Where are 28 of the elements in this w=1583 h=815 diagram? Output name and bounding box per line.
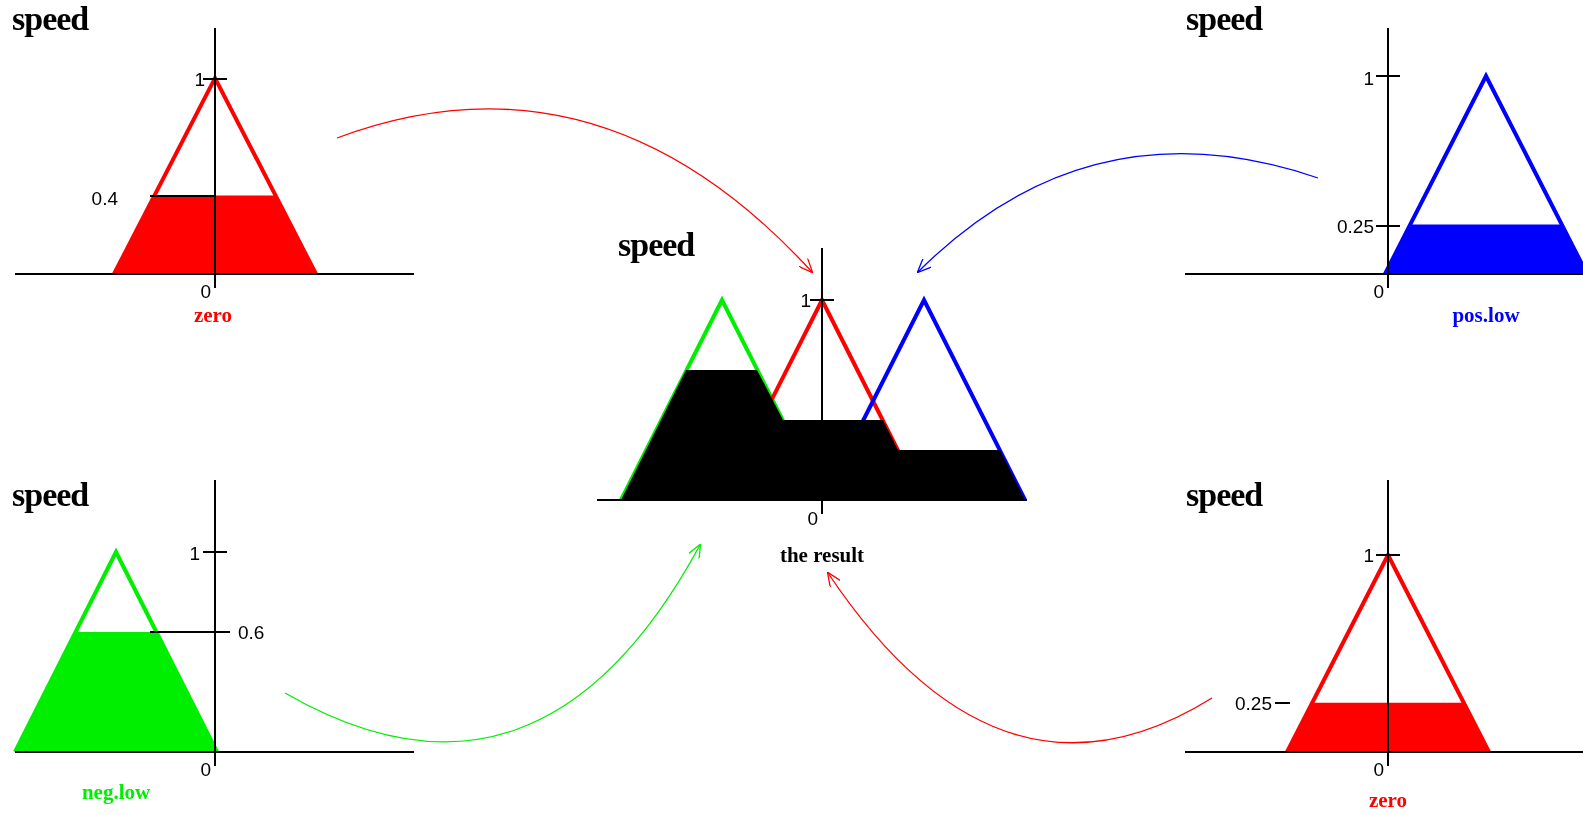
tick-label: 0.6 xyxy=(238,622,265,642)
tick-label: 0.25 xyxy=(1235,693,1272,713)
tick-label: 1 xyxy=(189,543,200,563)
axis-title: speed xyxy=(1186,2,1263,36)
tick-label: 0 xyxy=(200,281,211,301)
tick-label: 0 xyxy=(807,508,818,528)
tick-label: 1 xyxy=(1363,545,1374,565)
set-label: neg.low xyxy=(81,781,151,803)
curved-arrow xyxy=(284,543,702,743)
axis-title: speed xyxy=(1186,478,1263,512)
tick-label: 0 xyxy=(1373,759,1384,779)
set-label: pos.low xyxy=(1452,304,1520,326)
axis-title: speed xyxy=(12,478,89,512)
curved-arrow xyxy=(826,571,1213,744)
set-label: the result xyxy=(779,544,865,566)
tick-label: 1 xyxy=(800,290,811,310)
axis-title: speed xyxy=(12,2,89,36)
set-label: zero xyxy=(1368,789,1408,811)
axis-title: speed xyxy=(618,228,695,262)
tick-label: 0.4 xyxy=(91,188,118,208)
curved-arrow xyxy=(916,153,1319,274)
tick-label: 0 xyxy=(200,759,211,779)
tick-label: 1 xyxy=(194,69,205,89)
tick-label: 1 xyxy=(1363,68,1374,88)
tick-label: 0.25 xyxy=(1337,216,1374,236)
tick-label: 0 xyxy=(1373,281,1384,301)
curved-arrow xyxy=(336,108,814,274)
set-label: zero xyxy=(193,304,233,326)
